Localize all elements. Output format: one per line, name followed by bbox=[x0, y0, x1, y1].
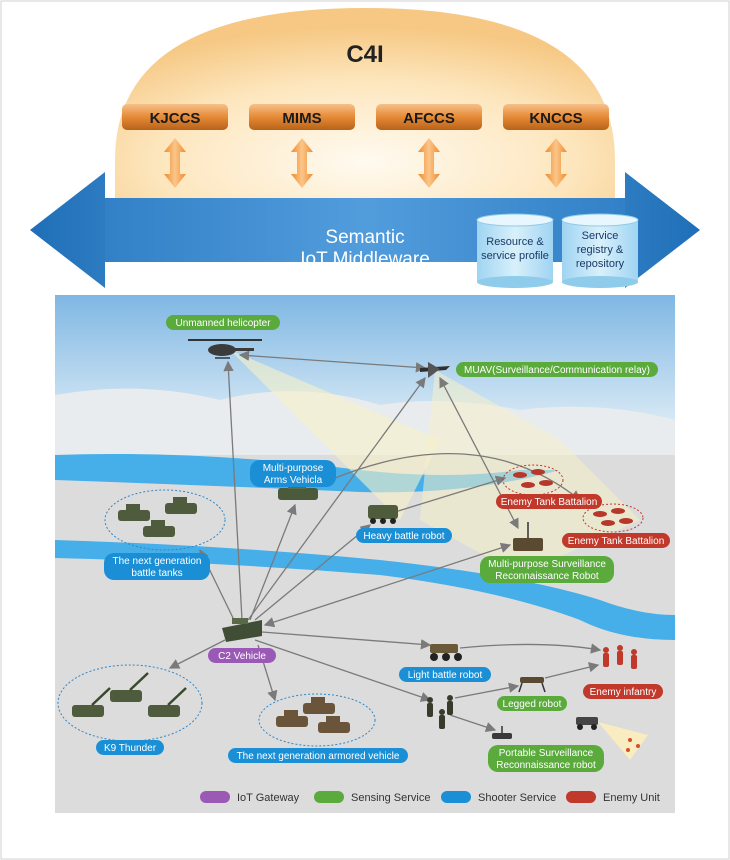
svg-text:Enemy Unit: Enemy Unit bbox=[603, 792, 660, 804]
svg-text:Arms Vehicla: Arms Vehicla bbox=[264, 475, 323, 486]
light-battle-robot-icon[interactable] bbox=[430, 644, 462, 661]
svg-text:The next generation armored ve: The next generation armored vehicle bbox=[237, 751, 400, 762]
svg-text:MUAV(Surveillance/Communicatio: MUAV(Surveillance/Communication relay) bbox=[464, 365, 650, 376]
middleware-title-line1: Semantic bbox=[325, 227, 404, 248]
svg-text:Enemy infantry: Enemy infantry bbox=[590, 687, 657, 698]
label-unmanned-helicopter: Unmanned helicopter bbox=[166, 315, 280, 330]
enemy-infantry-icon[interactable] bbox=[603, 645, 637, 669]
legend-item-iot-gateway: IoT Gateway bbox=[200, 791, 300, 804]
database-resource-profile[interactable]: Resource & service profile bbox=[476, 213, 554, 288]
c4i-dome bbox=[115, 8, 615, 200]
c4i-system-afccs[interactable]: AFCCS bbox=[376, 104, 482, 130]
legend-item-sensing-service: Sensing Service bbox=[314, 791, 431, 804]
enemy-tank-battalion-2-icon[interactable] bbox=[593, 508, 633, 526]
double-arrow-icon bbox=[291, 138, 313, 188]
label-multi-purpose-arms-vehicle: Multi-purpose Arms Vehicla bbox=[250, 460, 336, 487]
svg-text:Shooter Service: Shooter Service bbox=[478, 792, 556, 804]
c4i-system-label: KJCCS bbox=[150, 110, 201, 127]
svg-text:Reconnaissance Robot: Reconnaissance Robot bbox=[495, 571, 599, 582]
database-label: service profile bbox=[481, 250, 549, 262]
svg-text:Heavy battle robot: Heavy battle robot bbox=[363, 531, 444, 542]
middleware-title-line2: IoT Middleware bbox=[300, 249, 430, 270]
label-next-gen-battle-tanks: The next generation battle tanks bbox=[104, 553, 210, 580]
svg-text:The next generation: The next generation bbox=[113, 556, 202, 567]
legged-robot-icon[interactable] bbox=[518, 677, 546, 693]
svg-text:Reconnaissance robot: Reconnaissance robot bbox=[496, 760, 596, 771]
svg-text:Multi-purpose Surveillance: Multi-purpose Surveillance bbox=[488, 559, 606, 570]
c4i-system-knccs[interactable]: KNCCS bbox=[503, 104, 609, 130]
armored-vehicle-group-outline bbox=[258, 693, 376, 747]
legend-item-shooter-service: Shooter Service bbox=[441, 791, 556, 804]
database-label: repository bbox=[576, 258, 625, 270]
next-gen-tanks-icon[interactable] bbox=[118, 497, 197, 537]
c4i-link-arrows bbox=[164, 138, 567, 188]
svg-text:Multi-purpose: Multi-purpose bbox=[263, 463, 324, 474]
label-c2-vehicle: C2 Vehicle bbox=[208, 648, 276, 663]
label-enemy-infantry: Enemy infantry bbox=[583, 684, 663, 699]
svg-text:Light battle robot: Light battle robot bbox=[408, 670, 483, 681]
svg-text:IoT Gateway: IoT Gateway bbox=[237, 792, 300, 804]
label-enemy-tank-battalion-2: Enemy Tank Battalion bbox=[562, 533, 670, 548]
c4i-title: C4I bbox=[346, 41, 383, 68]
portable-surveillance-robot-icon[interactable] bbox=[492, 726, 512, 739]
enemy-recon-robot-icon[interactable] bbox=[576, 717, 598, 730]
label-msr-robot: Multi-purpose Surveillance Reconnaissanc… bbox=[480, 556, 614, 583]
c4i-system-kjccs[interactable]: KJCCS bbox=[122, 104, 228, 130]
svg-text:Sensing Service: Sensing Service bbox=[351, 792, 431, 804]
c4i-system-label: MIMS bbox=[282, 110, 321, 127]
double-arrow-icon bbox=[164, 138, 186, 188]
legend: IoT Gateway Sensing Service Shooter Serv… bbox=[200, 791, 660, 804]
svg-text:Portable Surveillance: Portable Surveillance bbox=[499, 748, 594, 759]
svg-text:Enemy Tank Battalion: Enemy Tank Battalion bbox=[568, 536, 665, 547]
k9-thunder-icon[interactable] bbox=[72, 672, 187, 717]
enemy-tank-group-outline-2 bbox=[582, 503, 644, 533]
soldiers-icon[interactable] bbox=[427, 695, 453, 729]
database-label: registry & bbox=[577, 244, 624, 256]
svg-text:Legged robot: Legged robot bbox=[503, 699, 562, 710]
label-muav: MUAV(Surveillance/Communication relay) bbox=[456, 362, 658, 377]
label-heavy-battle-robot: Heavy battle robot bbox=[356, 528, 452, 543]
legend-item-enemy-unit: Enemy Unit bbox=[566, 791, 660, 804]
helicopter-sensor-beam bbox=[230, 350, 440, 520]
next-gen-tank-group-outline bbox=[104, 489, 226, 551]
label-next-gen-armored-vehicle: The next generation armored vehicle bbox=[228, 748, 408, 763]
c2-vehicle-icon[interactable] bbox=[222, 618, 262, 642]
c4i-system-label: KNCCS bbox=[529, 110, 582, 127]
double-arrow-icon bbox=[545, 138, 567, 188]
label-portable-surveillance-robot: Portable Surveillance Reconnaissance rob… bbox=[488, 745, 604, 772]
svg-text:C2 Vehicle: C2 Vehicle bbox=[218, 651, 266, 662]
detected-targets-icon bbox=[626, 738, 640, 752]
database-service-registry[interactable]: Service registry & repository bbox=[561, 213, 639, 288]
svg-text:Enemy Tank Battalion: Enemy Tank Battalion bbox=[501, 497, 598, 508]
unmanned-helicopter-icon[interactable] bbox=[188, 339, 262, 359]
svg-text:Unmanned helicopter: Unmanned helicopter bbox=[175, 318, 271, 329]
database-label: Service bbox=[582, 230, 619, 242]
next-gen-armored-vehicle-icon[interactable] bbox=[276, 697, 350, 733]
svg-text:battle tanks: battle tanks bbox=[131, 568, 182, 579]
enemy-robot-sensor-beam bbox=[598, 722, 648, 760]
label-legged-robot: Legged robot bbox=[497, 696, 567, 711]
label-k9-thunder: K9 Thunder bbox=[96, 740, 164, 755]
double-arrow-icon bbox=[418, 138, 440, 188]
label-light-battle-robot: Light battle robot bbox=[399, 667, 491, 682]
c4i-system-label: AFCCS bbox=[403, 110, 455, 127]
heavy-battle-robot-icon[interactable] bbox=[368, 505, 398, 524]
muav-drone-icon[interactable] bbox=[420, 362, 450, 378]
c4i-system-mims[interactable]: MIMS bbox=[249, 104, 355, 130]
svg-text:K9 Thunder: K9 Thunder bbox=[104, 743, 157, 754]
label-enemy-tank-battalion-1: Enemy Tank Battalion bbox=[496, 494, 602, 509]
database-label: Resource & bbox=[486, 236, 544, 248]
surveillance-recon-robot-icon[interactable] bbox=[513, 522, 543, 551]
enemy-tank-battalion-1-icon[interactable] bbox=[513, 469, 553, 488]
